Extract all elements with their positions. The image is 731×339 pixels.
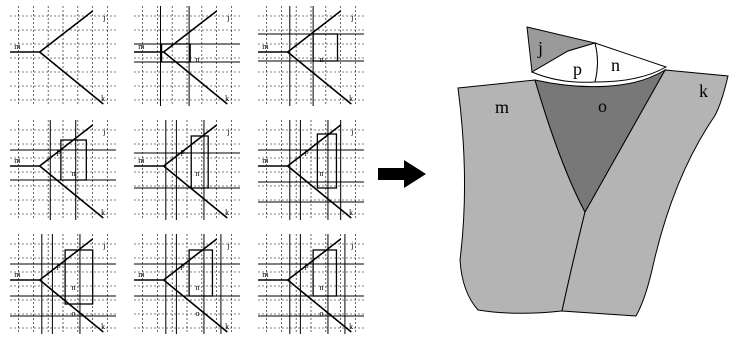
- panel-label-j: j: [226, 127, 229, 136]
- panel-label-n: n: [71, 169, 75, 178]
- grain-box: [190, 135, 209, 189]
- grid-panel-2: j k m n: [134, 6, 240, 106]
- panel-label-o: o: [71, 309, 75, 318]
- grain-box: [188, 249, 214, 297]
- panel-label-m: m: [14, 270, 21, 279]
- panel-label-n: n: [195, 169, 199, 178]
- panel-label-p: p: [305, 261, 309, 270]
- panel-label-k: k: [349, 322, 353, 331]
- grid-panel-8: j k m n p o: [134, 234, 240, 334]
- grid-panel-5: j k m n p: [134, 120, 240, 220]
- region-n: [594, 42, 668, 83]
- panel-label-m: m: [138, 270, 145, 279]
- panel-label-j: j: [102, 13, 105, 22]
- panel-label-n: n: [319, 55, 323, 64]
- panel-label-k: k: [225, 322, 229, 331]
- panel-label-k: k: [225, 208, 229, 217]
- label-j: j: [537, 38, 543, 58]
- boundary-k: [163, 279, 228, 333]
- panel-label-n: n: [71, 283, 75, 292]
- label-m: m: [495, 97, 509, 117]
- boundary-j: [39, 124, 94, 167]
- grain-box: [312, 33, 339, 62]
- grid-panel-1: j k m: [10, 6, 116, 106]
- transition-arrow: [378, 160, 426, 188]
- label-k: k: [699, 81, 708, 101]
- boundary-j: [163, 238, 218, 281]
- boundary-j: [163, 124, 218, 167]
- panel-label-j: j: [350, 241, 353, 250]
- panel-label-p: p: [57, 261, 61, 270]
- panel-label-m: m: [14, 42, 21, 51]
- boundary-j: [39, 238, 94, 281]
- grid-panel-3: j k m n: [258, 6, 364, 106]
- panel-label-j: j: [350, 13, 353, 22]
- panel-label-n: n: [319, 283, 323, 292]
- boundary-k: [287, 165, 352, 219]
- panel-label-p: p: [57, 147, 61, 156]
- grain-box: [64, 249, 94, 305]
- boundary-j: [39, 10, 94, 53]
- panel-label-j: j: [102, 127, 105, 136]
- panel-label-m: m: [262, 42, 269, 51]
- panel-label-p: p: [181, 261, 185, 270]
- grain-box: [316, 133, 338, 189]
- panel-label-m: m: [14, 156, 21, 165]
- grain-box: [160, 43, 191, 63]
- boundary-k: [287, 279, 352, 333]
- boundary-k: [163, 51, 228, 105]
- boundary-j: [287, 124, 342, 167]
- panel-label-m: m: [138, 42, 145, 51]
- panel-label-k: k: [349, 208, 353, 217]
- panel-label-o: o: [195, 309, 199, 318]
- panel-label-n: n: [195, 55, 199, 64]
- boundary-k: [163, 165, 228, 219]
- panel-label-m: m: [138, 156, 145, 165]
- label-p: p: [573, 59, 582, 79]
- panel-label-k: k: [225, 94, 229, 103]
- grid-panel-9: j k m n p o: [258, 234, 364, 334]
- panel-label-j: j: [226, 13, 229, 22]
- grid-panel-sequence: j k m j k m n j k m n j k m n p j k m n p j k m n p j k m n p o j k m n p o j k…: [10, 6, 364, 334]
- panel-label-k: k: [101, 94, 105, 103]
- label-n: n: [611, 55, 620, 75]
- panel-label-o: o: [319, 309, 323, 318]
- panel-label-j: j: [226, 241, 229, 250]
- grid-panel-6: j k m n p: [258, 120, 364, 220]
- result-region-diagram: j p n m o k: [457, 26, 729, 317]
- boundary-k: [39, 51, 104, 105]
- boundary-j: [287, 238, 342, 281]
- panel-label-m: m: [262, 270, 269, 279]
- panel-label-n: n: [319, 169, 323, 178]
- panel-label-j: j: [350, 127, 353, 136]
- panel-label-k: k: [349, 94, 353, 103]
- region-o: [534, 68, 667, 214]
- label-o: o: [598, 96, 607, 116]
- grain-box: [312, 249, 338, 297]
- panel-label-n: n: [195, 283, 199, 292]
- panel-label-p: p: [181, 147, 185, 156]
- panel-label-m: m: [262, 156, 269, 165]
- boundary-j: [287, 10, 342, 53]
- boundary-k: [39, 165, 104, 219]
- grain-box: [60, 139, 87, 181]
- boundary-j: [163, 10, 218, 53]
- boundary-k: [287, 51, 352, 105]
- grid-panel-7: j k m n p o: [10, 234, 116, 334]
- boundary-k: [39, 279, 104, 333]
- panel-label-k: k: [101, 322, 105, 331]
- panel-label-k: k: [101, 208, 105, 217]
- panel-label-j: j: [102, 241, 105, 250]
- grid-panel-4: j k m n p: [10, 120, 116, 220]
- panel-label-p: p: [305, 147, 309, 156]
